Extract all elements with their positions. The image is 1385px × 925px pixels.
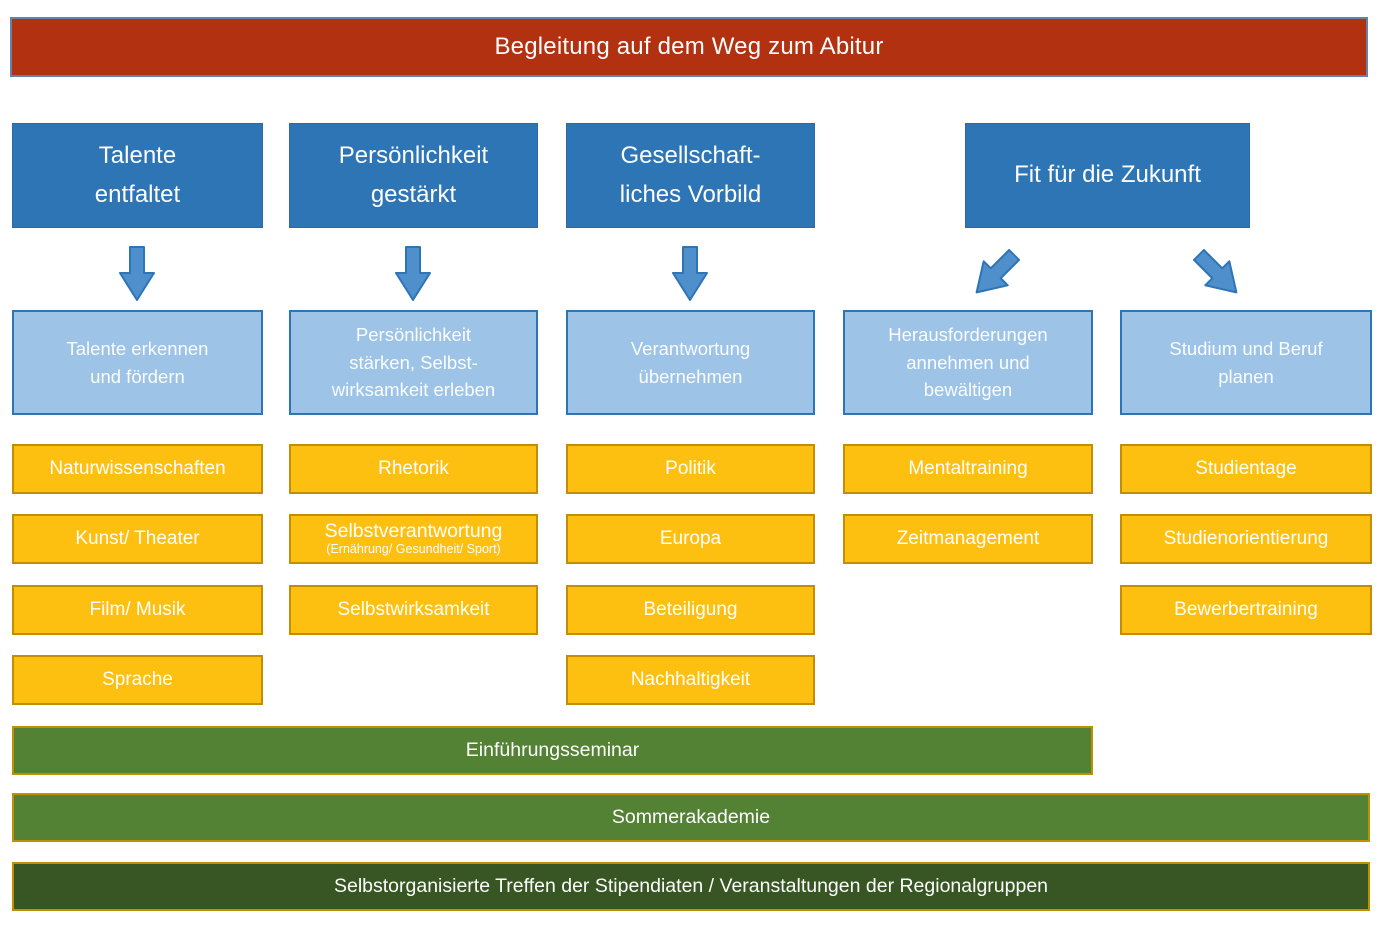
topic-label: Studientage [1195, 458, 1297, 479]
topic-sublabel: (Ernährung/ Gesundheit/ Sport) [326, 542, 501, 557]
topic-box-selbstverantwortung: Selbstverantwortung (Ernährung/ Gesundhe… [289, 514, 538, 564]
pillar-label: Gesellschaft- liches Vorbild [619, 142, 762, 208]
topic-label: Bewerbertraining [1174, 599, 1318, 620]
topic-box-bewerbertraining: Bewerbertraining [1120, 585, 1372, 635]
topic-box-politik: Politik [566, 444, 815, 494]
pillar-box-talente: Talente entfaltet [12, 123, 263, 228]
goal-box-verantwortung: Verantwortung übernehmen [566, 310, 815, 415]
topic-box-nachhaltigkeit: Nachhaltigkeit [566, 655, 815, 705]
event-bar-einfuehrungsseminar: Einführungsseminar [12, 726, 1093, 775]
event-bar-label: Sommerakademie [611, 806, 771, 828]
topic-label: Beteiligung [643, 599, 738, 620]
goal-label: Talente erkennen und fördern [66, 337, 209, 387]
down-right-arrow-icon [1192, 248, 1238, 294]
topic-label: Studienorientierung [1163, 528, 1329, 549]
event-bar-label: Einführungsseminar [465, 739, 640, 761]
event-bar-label: Selbstorganisierte Treffen der Stipendia… [333, 875, 1049, 897]
topic-label: Selbstwirksamkeit [337, 599, 490, 620]
goal-label: Herausforderungen annehmen und bewältige… [888, 323, 1048, 401]
goal-box-studium-beruf: Studium und Beruf planen [1120, 310, 1372, 415]
pillar-label: Fit für die Zukunft [1014, 161, 1201, 189]
topic-label: Politik [665, 458, 716, 479]
pillar-label: Persönlichkeit gestärkt [338, 142, 489, 208]
goal-label: Studium und Beruf planen [1169, 337, 1323, 387]
topic-box-rhetorik: Rhetorik [289, 444, 538, 494]
event-bar-sommerakademie: Sommerakademie [12, 793, 1370, 842]
topic-box-europa: Europa [566, 514, 815, 564]
goal-box-persoenlichkeit: Persönlichkeit stärken, Selbst- wirksamk… [289, 310, 538, 415]
topic-label: Naturwissenschaften [49, 458, 226, 479]
topic-label: Mentaltraining [908, 458, 1028, 479]
topic-label: Europa [659, 528, 722, 549]
topic-label: Nachhaltigkeit [630, 669, 751, 690]
topic-label: Sprache [102, 669, 173, 690]
goal-box-talente: Talente erkennen und fördern [12, 310, 263, 415]
topic-box-studienorientierung: Studienorientierung [1120, 514, 1372, 564]
topic-box-film-musik: Film/ Musik [12, 585, 263, 635]
goal-label: Persönlichkeit stärken, Selbst- wirksamk… [331, 323, 496, 401]
topic-label: Kunst/ Theater [75, 528, 200, 549]
topic-label: Film/ Musik [89, 599, 186, 620]
down-arrow-icon [672, 246, 708, 301]
topic-label: Rhetorik [378, 458, 449, 479]
topic-box-mentaltraining: Mentaltraining [843, 444, 1093, 494]
down-arrow-icon [395, 246, 431, 301]
topic-box-kunst-theater: Kunst/ Theater [12, 514, 263, 564]
topic-box-zeitmanagement: Zeitmanagement [843, 514, 1093, 564]
goal-box-herausforderungen: Herausforderungen annehmen und bewältige… [843, 310, 1093, 415]
program-title: Begleitung auf dem Weg zum Abitur [494, 33, 884, 60]
pillar-label: Talente entfaltet [94, 142, 181, 208]
pillar-box-gesellschaft: Gesellschaft- liches Vorbild [566, 123, 815, 228]
pillar-box-persoenlichkeit: Persönlichkeit gestärkt [289, 123, 538, 228]
down-arrow-icon [119, 246, 155, 301]
topic-box-studientage: Studientage [1120, 444, 1372, 494]
topic-box-beteiligung: Beteiligung [566, 585, 815, 635]
pillar-box-zukunft: Fit für die Zukunft [965, 123, 1250, 228]
topic-label: Selbstverantwortung [324, 519, 503, 542]
topic-label: Zeitmanagement [896, 528, 1040, 549]
goal-label: Verantwortung übernehmen [630, 337, 751, 387]
event-bar-selbstorganisierte-treffen: Selbstorganisierte Treffen der Stipendia… [12, 862, 1370, 911]
down-left-arrow-icon [975, 248, 1021, 294]
topic-box-selbstwirksamkeit: Selbstwirksamkeit [289, 585, 538, 635]
topic-box-sprache: Sprache [12, 655, 263, 705]
topic-box-naturwissenschaften: Naturwissenschaften [12, 444, 263, 494]
program-title-banner: Begleitung auf dem Weg zum Abitur [10, 17, 1368, 77]
